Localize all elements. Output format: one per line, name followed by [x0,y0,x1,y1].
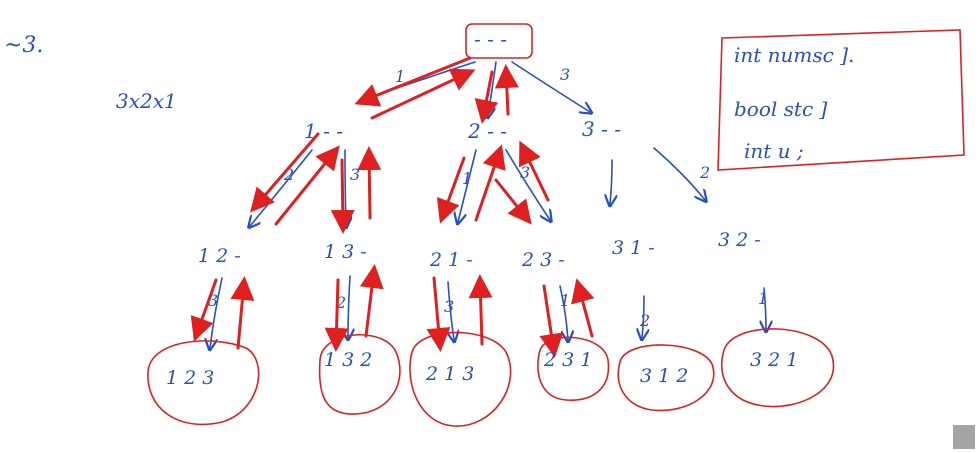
edge-label-21: 1 [462,169,472,188]
red-arrow-down-13 [330,158,355,234]
corner-scroll-handle[interactable] [953,425,975,449]
edge-3-to-31 [610,159,612,204]
leaf-circle-312 [617,344,715,412]
code-line-3: int u ; [744,139,804,163]
leaf-circle-132 [318,333,401,415]
leaf-node-312: 3 1 2 [640,365,688,387]
red-arrow-up-213 [468,274,493,346]
edge-label-32: 2 [699,163,710,182]
red-arrow-down-2 [474,70,499,124]
red-arrow-down-12 [250,132,320,213]
red-arrow-down-132 [324,278,349,352]
edge-label-12: 2 [283,165,294,184]
red-arrow-down-23 [494,178,532,225]
root-node-box [465,23,533,59]
edge-31-to-312 [642,295,644,338]
level2-node-21: 2 1 - [429,249,473,271]
code-box-border [717,29,965,171]
leaf-node-321: 3 2 1 [750,349,798,371]
root-node-label: - - - [474,27,507,51]
edge-label-3: 3 [560,65,570,84]
red-arrow-up-13 [357,146,382,220]
leaf-circle-213 [409,331,512,427]
edge-32-to-321 [764,287,766,330]
red-arrow-up-1 [370,68,476,120]
leaf-node-231: 2 3 1 [543,349,592,371]
red-arrow-up-23 [518,140,550,202]
edge-label-123: 3 [208,291,218,310]
level2-node-12: 1 2 - [198,245,241,267]
red-arrow-up-132 [359,264,384,338]
level1-node-1: 1 - - [304,119,343,143]
edge-12-to-123 [210,277,223,348]
level2-node-31: 3 1 - [612,237,655,259]
edge-2-to-21 [458,149,477,222]
red-arrow-up-12 [274,145,340,226]
code-line-1: int numsc ]. [734,43,854,67]
level2-node-32: 3 2 - [718,229,761,251]
edge-label-13: 3 [350,165,360,184]
count-note: 3x2x1 [116,89,177,113]
edge-label-231: 1 [560,291,570,310]
leaf-node-132: 1 3 2 [324,349,372,371]
red-arrow-up-123 [230,276,255,350]
edge-label-132: 2 [335,293,346,312]
red-arrow-up-21 [474,144,506,222]
edge-23-to-231 [559,285,568,340]
edge-13-to-132 [348,275,350,338]
edge-root-to-3 [511,61,590,112]
red-arrow-down-123 [190,278,218,342]
red-arrow-down-21 [436,156,466,224]
level2-node-13: 1 3 - [324,241,367,263]
edge-label-23: 3 [520,163,530,182]
edge-label-321: 1 [758,289,768,308]
edge-1-to-12 [250,149,313,226]
leaf-circle-231 [537,336,610,401]
edge-3-to-32 [653,147,705,200]
red-arrow-up-231 [571,278,595,338]
edge-1-to-13 [345,149,346,226]
leaf-circle-321 [721,328,835,408]
leaf-node-213: 2 1 3 [425,363,474,385]
red-arrow-down-231 [539,284,564,358]
level1-node-2: 2 - - [467,119,507,143]
leaf-circle-123 [147,340,260,426]
level1-node-3: 3 - - [582,117,621,141]
code-line-2: bool stc ] [734,97,827,121]
edge-label-312: 2 [639,311,650,330]
red-arrow-up-2 [494,64,519,116]
edge-21-to-213 [448,281,454,340]
edge-label-1: 1 [395,67,405,86]
level2-node-23: 2 3 - [521,249,565,271]
edge-label-213: 3 [444,297,454,316]
leaf-node-123: 1 2 3 [166,367,214,389]
edge-2-to-23 [505,149,550,220]
n-note: ~3. [4,33,43,58]
red-arrow-down-1 [354,56,472,107]
